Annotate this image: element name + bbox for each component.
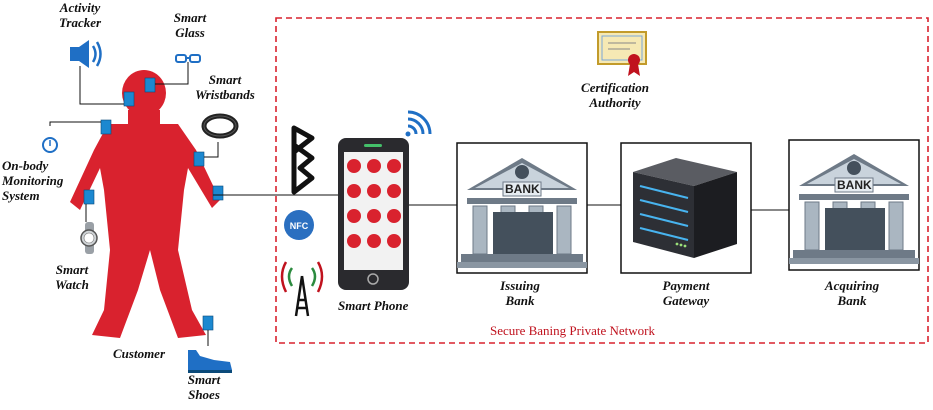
body-sensors: [83, 77, 224, 331]
leader-lines: [49, 62, 340, 346]
server-icon: [633, 158, 737, 258]
app-icon: [347, 159, 361, 173]
app-icon: [387, 159, 401, 173]
certificate-icon: [597, 31, 647, 76]
app-icon: [347, 209, 361, 223]
label-secure-network: Secure Baning Private Network: [490, 323, 655, 338]
bank-icon: [457, 158, 587, 268]
phone-app-grid: [347, 159, 401, 248]
glasses-icon: [175, 54, 201, 63]
app-icon: [367, 209, 381, 223]
radio-tower-icon: [280, 261, 324, 317]
sensor-right-arm: [193, 151, 205, 167]
watch-icon: [80, 222, 98, 254]
speaker-icon: [70, 40, 102, 68]
bluetooth-icon: [291, 125, 315, 195]
bank-sign-acquiring: BANK: [837, 178, 872, 192]
shoe-icon: [188, 350, 232, 373]
app-icon: [367, 184, 381, 198]
network-links: [409, 204, 789, 211]
nfc-icon: NFC: [284, 210, 314, 240]
wifi-icon: [405, 110, 432, 137]
sensor-head: [144, 77, 156, 93]
sensor-wrist: [212, 185, 224, 201]
wristband-icon: [201, 113, 239, 139]
nfc-text: NFC: [290, 221, 309, 231]
sensor-neck: [123, 91, 135, 107]
secure-network-boundary: [275, 17, 929, 344]
label-customer: Customer: [113, 346, 166, 361]
label-smart-phone: Smart Phone: [338, 298, 409, 313]
app-icon: [367, 234, 381, 248]
sensor-hip: [83, 189, 95, 205]
app-icon: [387, 209, 401, 223]
stethoscope-icon: [42, 137, 58, 153]
sensor-ankle: [202, 315, 214, 331]
app-icon: [367, 159, 381, 173]
bank-sign-issuing: BANK: [505, 182, 540, 196]
app-icon: [347, 234, 361, 248]
app-icon: [387, 184, 401, 198]
bank-icon: [789, 154, 919, 264]
app-icon: [347, 184, 361, 198]
sensor-shoulder: [100, 119, 112, 135]
app-icon: [387, 234, 401, 248]
